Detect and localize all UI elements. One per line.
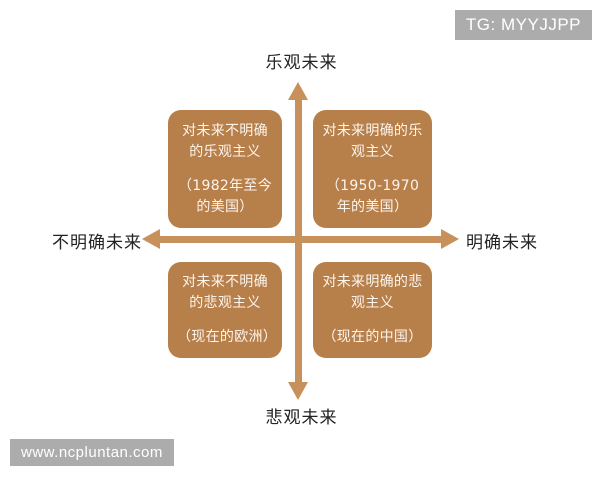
quadrant-bottom-left: 对未来不明确的悲观主义 （现在的欧洲）: [168, 262, 282, 358]
quadrant-subtitle: （现在的欧洲）: [177, 329, 278, 345]
quadrant-subtitle: （1982年至今的美国）: [177, 177, 273, 215]
arrow-right-icon: [441, 229, 459, 249]
telegram-watermark-badge: TG: MYYJJPP: [454, 10, 592, 40]
axis-label-optimistic-future: 乐观未来: [265, 53, 338, 73]
axis-label-definite-future: 明确未来: [466, 233, 538, 253]
axis-label-indefinite-future: 不明确未来: [52, 233, 142, 253]
quadrant-top-right: 对未来明确的乐观主义 （1950-1970年的美国）: [313, 110, 432, 228]
arrow-up-icon: [288, 82, 308, 100]
quadrant-title: 对未来不明确的乐观主义: [182, 122, 268, 160]
horizontal-axis-line: [157, 236, 444, 243]
quadrant-title: 对未来不明确的悲观主义: [182, 274, 268, 311]
quadrant-title: 对未来明确的乐观主义: [322, 122, 423, 160]
quadrant-subtitle: （现在的中国）: [322, 329, 423, 345]
quadrant-top-left: 对未来不明确的乐观主义 （1982年至今的美国）: [168, 110, 282, 228]
arrow-down-icon: [288, 382, 308, 400]
quadrant-subtitle: （1950-1970年的美国）: [325, 177, 420, 215]
axis-label-pessimistic-future: 悲观未来: [265, 408, 338, 428]
site-watermark-badge: www.ncpluntan.com: [10, 439, 174, 466]
arrow-left-icon: [142, 229, 160, 249]
quadrant-bottom-right: 对未来明确的悲观主义 （现在的中国）: [313, 262, 432, 358]
quadrant-title: 对未来明确的悲观主义: [322, 274, 423, 311]
